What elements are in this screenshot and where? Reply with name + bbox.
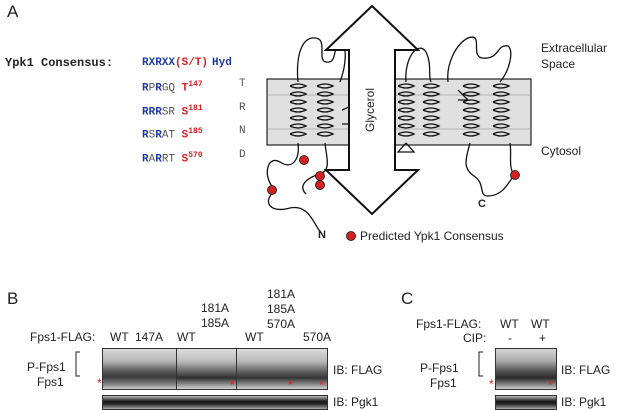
extracellular-line2: Space bbox=[541, 57, 576, 71]
c-lane-2: WT bbox=[531, 317, 550, 331]
legend-dot bbox=[346, 231, 356, 241]
c-row1-label: Fps1-FLAG: bbox=[416, 317, 482, 331]
b-ib-flag: IB: FLAG bbox=[333, 363, 383, 377]
consensus-site: (S/T) bbox=[175, 57, 209, 69]
row-site: S bbox=[181, 153, 189, 166]
c-terminus-label: C bbox=[478, 198, 486, 210]
b-lane-7: 570A bbox=[303, 330, 332, 344]
extracellular-label: Extracellular Space bbox=[541, 40, 607, 72]
b-flag-blot-2 bbox=[176, 348, 238, 390]
row-position: 570 bbox=[188, 150, 203, 160]
row-hyd: R bbox=[239, 101, 246, 114]
row-hyd: D bbox=[239, 148, 246, 161]
phospho-dot bbox=[267, 185, 277, 195]
row-aa: R bbox=[155, 106, 162, 119]
phospho-site-dots bbox=[267, 155, 520, 241]
phospho-dot bbox=[315, 180, 325, 190]
c-flag-blot bbox=[495, 348, 557, 390]
consensus-motif: RXRXX bbox=[142, 57, 176, 69]
row-aa: R bbox=[155, 129, 162, 142]
row-aa: RT bbox=[161, 153, 182, 166]
b-row-label: Fps1-FLAG: bbox=[30, 330, 96, 344]
phospho-dot bbox=[510, 170, 520, 180]
c-cip-1: - bbox=[508, 331, 512, 345]
panel-c-label: C bbox=[401, 289, 414, 308]
consensus-hyd: Hyd bbox=[212, 57, 232, 69]
glycerol-arrow bbox=[323, 4, 421, 216]
n-terminus-label: N bbox=[318, 229, 326, 241]
consensus-header: RXRXX(S/T)Hyd bbox=[142, 57, 232, 70]
row-site: S bbox=[181, 106, 189, 119]
c-p-fps1-label: P-Fps1 bbox=[420, 361, 459, 375]
c-pgk1-blot bbox=[495, 395, 557, 410]
phospho-dot bbox=[299, 155, 309, 165]
c-ib-pgk1: IB: Pgk1 bbox=[561, 395, 607, 409]
b-lane-1: WT bbox=[110, 330, 129, 344]
row-hyd: T bbox=[239, 78, 246, 90]
c-row2-label: CIP: bbox=[463, 331, 487, 345]
legend-label: Predicted Ypk1 Consensus bbox=[360, 229, 504, 243]
b-ib-pgk1: IB: Pgk1 bbox=[333, 395, 379, 409]
row-aa: R bbox=[142, 106, 149, 119]
row-aa: P bbox=[148, 82, 156, 95]
row-hyd: N bbox=[239, 125, 246, 138]
b-flag-blot-3 bbox=[236, 348, 328, 390]
c-star-1: * bbox=[489, 377, 494, 391]
b-lane-3: WT bbox=[177, 330, 196, 344]
b-star-2: * bbox=[230, 378, 235, 392]
row-aa: R bbox=[142, 82, 149, 95]
c-fps1-label: Fps1 bbox=[430, 376, 457, 390]
row-site: S bbox=[181, 129, 189, 142]
row-aa: R bbox=[155, 153, 162, 166]
row-aa: SR bbox=[161, 106, 182, 119]
row-position: 147 bbox=[188, 80, 203, 89]
c-lane-1: WT bbox=[500, 317, 519, 331]
b-lane-4: 181A 185A bbox=[201, 301, 230, 330]
row-aa: R bbox=[142, 153, 149, 166]
cytosol-label: Cytosol bbox=[541, 144, 582, 158]
row-aa: S bbox=[148, 129, 156, 142]
row-aa: R bbox=[148, 106, 156, 119]
row-aa: A bbox=[148, 153, 156, 166]
helix-coils bbox=[289, 83, 511, 137]
b-p-fps1-label: P-Fps1 bbox=[27, 360, 66, 374]
b-lane-6: 181A 185A 570A bbox=[267, 287, 296, 331]
c-cip-2: + bbox=[539, 331, 547, 345]
panel-a-label: A bbox=[7, 2, 19, 21]
row-aa: GQ bbox=[161, 82, 182, 95]
row-aa: R bbox=[142, 129, 149, 142]
c-ib-flag: IB: FLAG bbox=[561, 363, 611, 377]
b-fps1-label: Fps1 bbox=[37, 375, 64, 389]
b-star-3: * bbox=[288, 378, 293, 392]
extracellular-line1: Extracellular bbox=[541, 41, 608, 55]
b-lane-2: 147A bbox=[135, 330, 164, 344]
row-site: T bbox=[181, 82, 189, 95]
b-flag-blot-1 bbox=[102, 348, 178, 390]
panel-b-label: B bbox=[7, 289, 19, 308]
b-lane-5: WT bbox=[245, 330, 264, 344]
b-star-1: * bbox=[97, 376, 102, 390]
row-position: 181 bbox=[188, 103, 203, 113]
row-aa: AT bbox=[161, 129, 182, 142]
consensus-title: Ypk1 Consensus: bbox=[5, 56, 114, 70]
row-aa: R bbox=[155, 82, 162, 95]
row-position: 185 bbox=[188, 127, 203, 137]
b-star-4: * bbox=[319, 378, 324, 392]
c-star-2: * bbox=[548, 378, 553, 392]
